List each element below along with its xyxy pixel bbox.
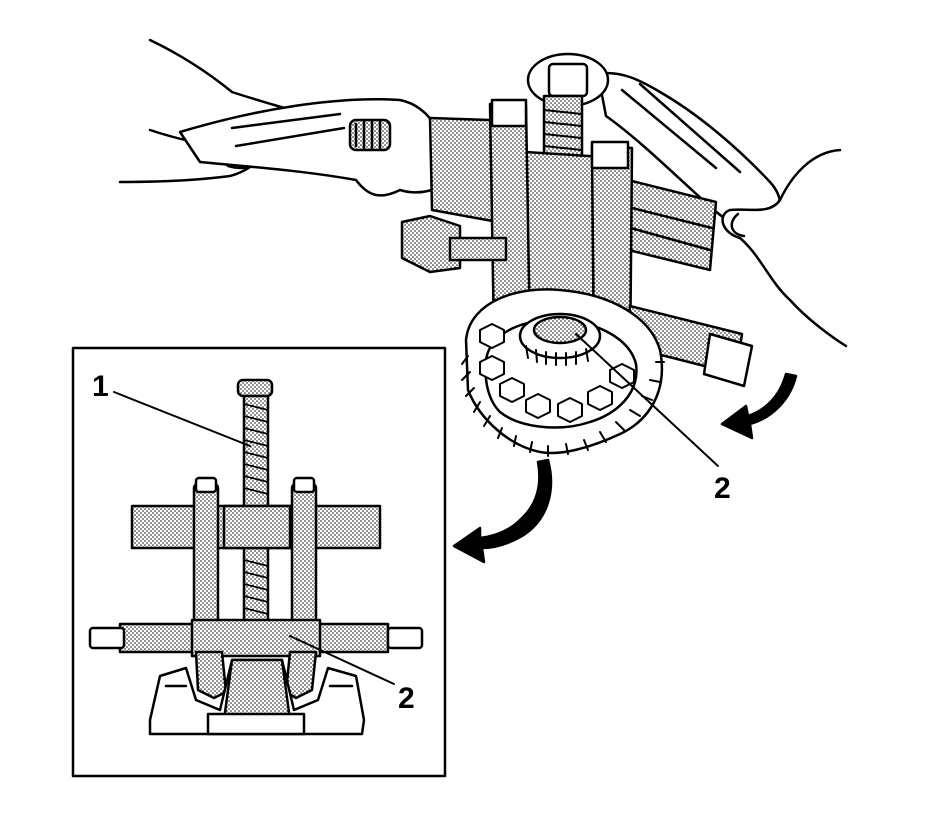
inset-left-arm xyxy=(192,482,220,638)
callout-inset-1: 1 xyxy=(92,370,109,403)
inset-left-jaw xyxy=(194,650,228,700)
upper-crossbar xyxy=(428,116,500,224)
right-hand xyxy=(721,148,848,348)
rotation-arrow-left xyxy=(452,458,553,564)
callout-inset-2: 2 xyxy=(398,682,415,715)
inset-right-arm xyxy=(290,482,318,638)
rotation-arrow-right xyxy=(720,372,798,440)
main-view xyxy=(118,38,848,564)
callout-main-2: 2 xyxy=(714,472,731,505)
detail-inset xyxy=(71,346,447,778)
lower-crossbar xyxy=(400,214,462,274)
